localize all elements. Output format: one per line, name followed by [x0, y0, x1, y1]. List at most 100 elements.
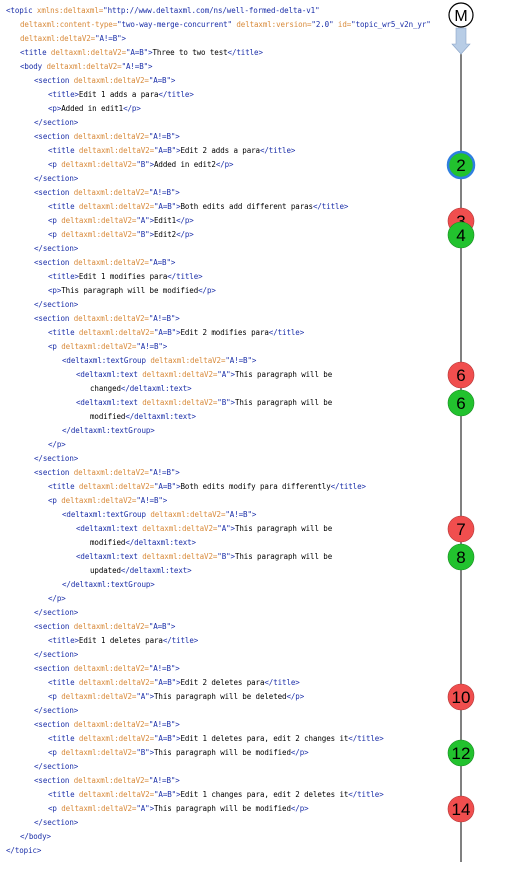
code-token: <topic — [6, 6, 37, 15]
xml-code-listing: <topic xmlns:deltaxml="http://www.deltax… — [6, 4, 443, 858]
green-badge-4: 4 — [447, 221, 475, 249]
code-token: "A=B" — [153, 678, 177, 687]
code-token: </section> — [34, 818, 79, 827]
code-line: <p>Added in edit1</p> — [6, 102, 443, 116]
code-token: This paragraph will be modified — [61, 286, 199, 295]
code-line: <title>Edit 1 deletes para</title> — [6, 634, 443, 648]
code-token: deltaxml:deltaV2= — [142, 398, 218, 407]
code-token: deltaxml:deltaV2= — [61, 230, 137, 239]
code-token: </p> — [290, 748, 309, 757]
code-line: </section> — [6, 242, 443, 256]
badge-label: 6 — [456, 366, 465, 385]
code-line: <deltaxml:text deltaxml:deltaV2="A">This… — [6, 522, 443, 536]
code-token: Edit 2 modifies para — [180, 328, 269, 337]
badge-label: 2 — [456, 156, 465, 175]
code-token: deltaxml:deltaV2= — [61, 342, 137, 351]
code-token: </deltaxml:text> — [125, 412, 196, 421]
code-token: "A=B" — [153, 328, 177, 337]
code-token: "A" — [217, 524, 231, 533]
code-token: xmlns:deltaxml= — [36, 6, 104, 15]
code-token: deltaxml:deltaV2= — [73, 314, 149, 323]
code-token: "B" — [136, 230, 150, 239]
code-token: <section — [34, 664, 74, 673]
green-badge-12: 12 — [447, 739, 475, 767]
code-token: deltaxml:content-type= — [20, 20, 118, 29]
code-token: "A!=B"> — [225, 510, 257, 519]
code-line: <title deltaxml:deltaV2="A=B">Edit 2 add… — [6, 144, 443, 158]
code-line: <deltaxml:text deltaxml:deltaV2="B">This… — [6, 550, 443, 564]
code-token: <section — [34, 76, 74, 85]
code-line: <body deltaxml:deltaV2="A!=B"> — [6, 60, 443, 74]
code-token: </title> — [167, 272, 203, 281]
code-token: > — [176, 146, 181, 155]
code-line: changed</deltaxml:text> — [6, 382, 443, 396]
code-token: "two-way-merge-concurrent" — [117, 20, 237, 29]
code-token: <p — [48, 804, 62, 813]
code-token: deltaxml:deltaV2= — [78, 328, 154, 337]
code-token: </section> — [34, 300, 79, 309]
merge-arrow-icon — [451, 27, 471, 55]
code-token: > — [149, 748, 155, 757]
code-token: </title> — [162, 636, 199, 645]
code-line: <p>This paragraph will be modified</p> — [6, 284, 443, 298]
code-token: deltaxml:deltaV2= — [73, 468, 149, 477]
code-token: deltaxml:deltaV2= — [46, 62, 122, 71]
code-token: "A!=B"> — [225, 356, 257, 365]
code-token: deltaxml:deltaV2= — [61, 216, 137, 225]
code-token: > — [148, 48, 153, 57]
code-token: <section — [34, 720, 74, 729]
code-line: </section> — [6, 704, 443, 718]
code-token: <section — [34, 132, 74, 141]
code-token: Edit 2 adds a para — [180, 146, 260, 155]
code-token: <title — [48, 734, 79, 743]
code-token: </title> — [348, 734, 384, 743]
code-token: deltaxml:deltaV2= — [78, 482, 154, 491]
code-token: <title — [48, 678, 79, 687]
code-token: Edit 1 modifies para — [78, 272, 168, 281]
code-token: deltaxml:deltaV2= — [150, 510, 226, 519]
code-token: <title> — [48, 272, 79, 281]
code-line: </p> — [6, 438, 443, 452]
code-line: <deltaxml:textGroup deltaxml:deltaV2="A!… — [6, 508, 443, 522]
code-line: <title deltaxml:deltaV2="A=B">Edit 1 del… — [6, 732, 443, 746]
code-line: <p deltaxml:deltaV2="A">This paragraph w… — [6, 802, 443, 816]
code-token: <deltaxml:text — [76, 524, 143, 533]
code-token: > — [230, 552, 236, 561]
code-token: deltaxml:deltaV2= — [73, 622, 149, 631]
code-token: > — [230, 398, 236, 407]
code-line: <section deltaxml:deltaV2="A!=B"> — [6, 662, 443, 676]
code-line: updated</deltaxml:text> — [6, 564, 443, 578]
code-token: </title> — [348, 790, 384, 799]
code-token: </title> — [268, 328, 305, 337]
code-token: "A=B" — [125, 48, 149, 57]
code-line: <p deltaxml:deltaV2="B">This paragraph w… — [6, 746, 443, 760]
code-token: "A!=B"> — [95, 34, 126, 43]
code-line: </section> — [6, 648, 443, 662]
code-line: <p deltaxml:deltaV2="A!=B"> — [6, 340, 443, 354]
code-line: </section> — [6, 298, 443, 312]
code-token: Edit1 — [153, 216, 177, 225]
code-token: "http://www.deltaxml.com/ns/well-formed-… — [103, 6, 320, 15]
code-token: </section> — [34, 454, 79, 463]
code-token: </section> — [34, 244, 79, 253]
code-line: <title>Edit 1 modifies para</title> — [6, 270, 443, 284]
code-token: <section — [34, 468, 74, 477]
code-token: deltaxml:deltaV2= — [73, 258, 149, 267]
code-token: Edit 1 adds a para — [78, 90, 159, 99]
code-line: </section> — [6, 116, 443, 130]
code-token: "A=B"> — [148, 76, 176, 85]
code-token: deltaxml:version= — [236, 20, 312, 29]
code-token: <title — [20, 48, 51, 57]
badge-label: 4 — [456, 226, 465, 245]
code-token: deltaxml:deltaV2= — [61, 804, 137, 813]
code-token: "A" — [217, 370, 231, 379]
red-badge-7: 7 — [447, 515, 475, 543]
code-token: <section — [34, 314, 74, 323]
code-token: Edit 1 deletes para, edit 2 changes it — [180, 734, 349, 743]
code-token: <p — [48, 230, 62, 239]
code-token: </section> — [34, 118, 79, 127]
code-token: "A!=B"> — [148, 132, 180, 141]
code-line: <title deltaxml:deltaV2="A=B">Both edits… — [6, 200, 443, 214]
badge-label: 12 — [452, 744, 471, 763]
red-badge-10: 10 — [447, 683, 475, 711]
